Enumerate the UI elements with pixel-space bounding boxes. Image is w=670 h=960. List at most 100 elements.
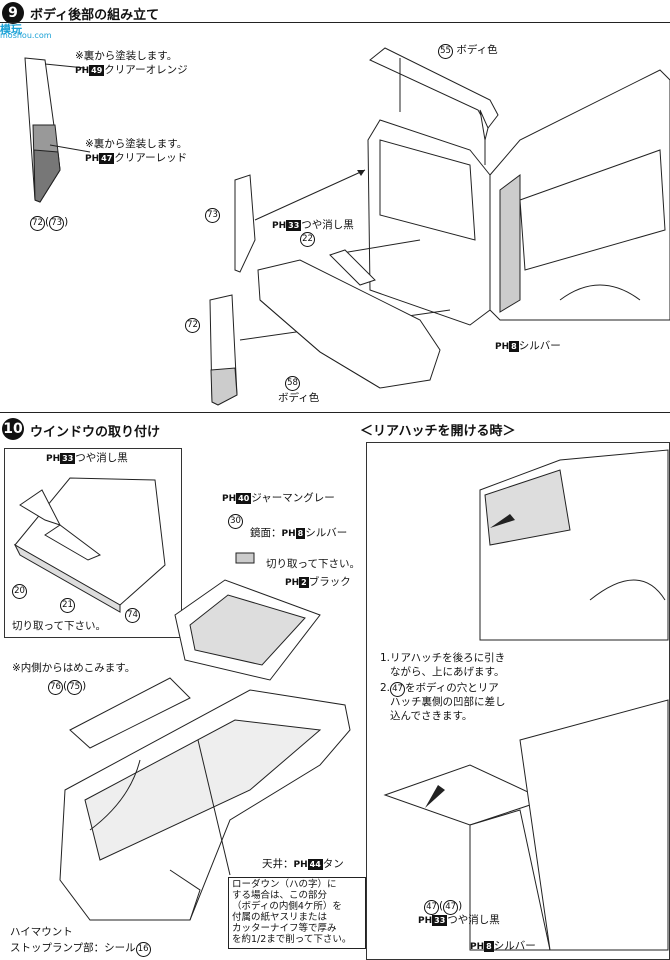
part-number: 74 <box>125 608 140 623</box>
part-55-label: 55 ボディ色 <box>438 44 498 59</box>
lowdown-line: を約1/2まで削って下さい。 <box>232 933 352 945</box>
rear-bumper-part <box>257 259 441 389</box>
paint-name: つや消し黒 <box>447 914 500 926</box>
step-number-9: 9 <box>2 2 24 24</box>
paint-name: タン <box>322 858 344 870</box>
paint-code: 8 <box>509 341 519 352</box>
part-22-label: 22 <box>300 232 315 247</box>
body-shell-part <box>59 689 351 921</box>
part-number: 73 <box>49 216 65 231</box>
hatch-step2-line2: ハッチ裏側の凹部に差し <box>390 696 506 708</box>
part-number: 22 <box>300 232 315 247</box>
part-58-label: 58 <box>285 376 300 391</box>
van-rear-body <box>367 69 670 326</box>
note2: ※裏から塗装します。 <box>85 138 188 150</box>
part-74-label: 74 <box>125 608 140 623</box>
paint-code: 40 <box>236 493 252 504</box>
mirror-prefix: 鏡面： <box>250 527 282 539</box>
section9-title: ボディ後部の組み立て <box>30 8 160 23</box>
paint-name: つや消し黒 <box>301 219 354 231</box>
paint-code: 2 <box>299 577 309 588</box>
lowdown-line: 付属の紙ヤスリまたは <box>232 911 328 923</box>
van-rear-open <box>383 699 669 951</box>
paint-code: 49 <box>89 65 105 76</box>
van-rear-upper <box>479 449 669 641</box>
part-number: 47 <box>443 900 459 915</box>
paint-code: 33 <box>432 915 448 926</box>
section10-header: 10 <box>2 418 24 440</box>
part-72-label: 72 <box>185 318 200 333</box>
tail-lens-part <box>24 57 61 203</box>
highmount-line1: ハイマウント <box>10 926 73 938</box>
part-number: 47 <box>424 900 439 915</box>
part-number: 20 <box>12 584 27 599</box>
step-number-10: 10 <box>2 418 24 440</box>
hatch-part-47: 47(47) <box>424 900 462 915</box>
part-number: 72 <box>30 216 45 231</box>
watermark-url: moshou.com <box>0 31 52 40</box>
watermark-brand: 模玩 <box>0 23 22 36</box>
inside-note: ※内側からはめこみます。 <box>12 662 136 674</box>
part-30-label: 30 <box>228 514 243 529</box>
step2-prefix: 2. <box>380 682 391 694</box>
paint-name: シルバー <box>493 940 536 952</box>
part-number: 47 <box>390 682 406 697</box>
highmount-text: ストップランプ部：シール <box>10 942 136 954</box>
hatch-step2-line3: 込んでさきます。 <box>390 710 473 722</box>
part-number: 73 <box>205 208 220 223</box>
paint-name: クリアーレッド <box>114 152 188 164</box>
paint-name: つや消し黒 <box>75 452 128 464</box>
rear-hatch-title-wrap: ＜リアハッチを開ける時＞ <box>360 420 515 439</box>
rear-hatch-title: ＜リアハッチを開ける時＞ <box>360 424 516 439</box>
hatch-step1-line2: ながら、上にあげます。 <box>390 666 505 678</box>
spoiler-part <box>369 47 499 141</box>
lowdown-line: ローダウン（ハの字）に <box>232 879 337 890</box>
part-58-color: ボディ色 <box>278 392 320 404</box>
lowdown-line: する場合は、この部分 <box>232 889 328 901</box>
section9-header: 9 <box>2 2 24 24</box>
cut-note-2: 切り取って下さい。 <box>266 558 360 570</box>
watermark: 模玩 <box>0 18 22 37</box>
paint-name: シルバー <box>305 527 348 539</box>
part-number: 21 <box>60 598 75 613</box>
paint-code: 8 <box>484 941 494 952</box>
section9-rule <box>0 22 670 23</box>
paint-name: ジャーマングレー <box>251 492 335 504</box>
lowdown-note-box: ローダウン（ハの字）に する場合は、この部分 （ボディの内側4ケ所）を 付属の紙… <box>228 877 366 949</box>
part-number: 72 <box>185 318 200 333</box>
part-number: 55 <box>438 44 453 59</box>
sticker-number: 16 <box>135 942 151 957</box>
hatch-step1-line1: 1.リアハッチを後ろに引き <box>380 652 506 664</box>
paint-code: 33 <box>60 453 76 464</box>
part-76-75-label: 76(75) <box>48 680 86 695</box>
cut-note: 切り取って下さい。 <box>12 620 106 632</box>
section9-drawing <box>24 47 670 406</box>
part-20-label: 20 <box>12 584 27 599</box>
part-number: 76 <box>48 680 63 695</box>
part-72-73: 72(73) <box>30 216 68 231</box>
part-73-label: 73 <box>205 208 220 223</box>
part-color: ボディ色 <box>456 44 498 56</box>
paint-code: 44 <box>307 859 323 870</box>
part-number: 75 <box>67 680 83 695</box>
step2-text: をボディの穴とリア <box>405 682 499 694</box>
paint-code: 8 <box>295 528 306 539</box>
part-number: 30 <box>228 514 243 529</box>
paint-name: クリアーオレンジ <box>104 64 188 76</box>
part-21-label: 21 <box>60 598 75 613</box>
note1: ※裏から塗装します。 <box>75 50 178 62</box>
section10-title: ウインドウの取り付け <box>30 425 161 440</box>
